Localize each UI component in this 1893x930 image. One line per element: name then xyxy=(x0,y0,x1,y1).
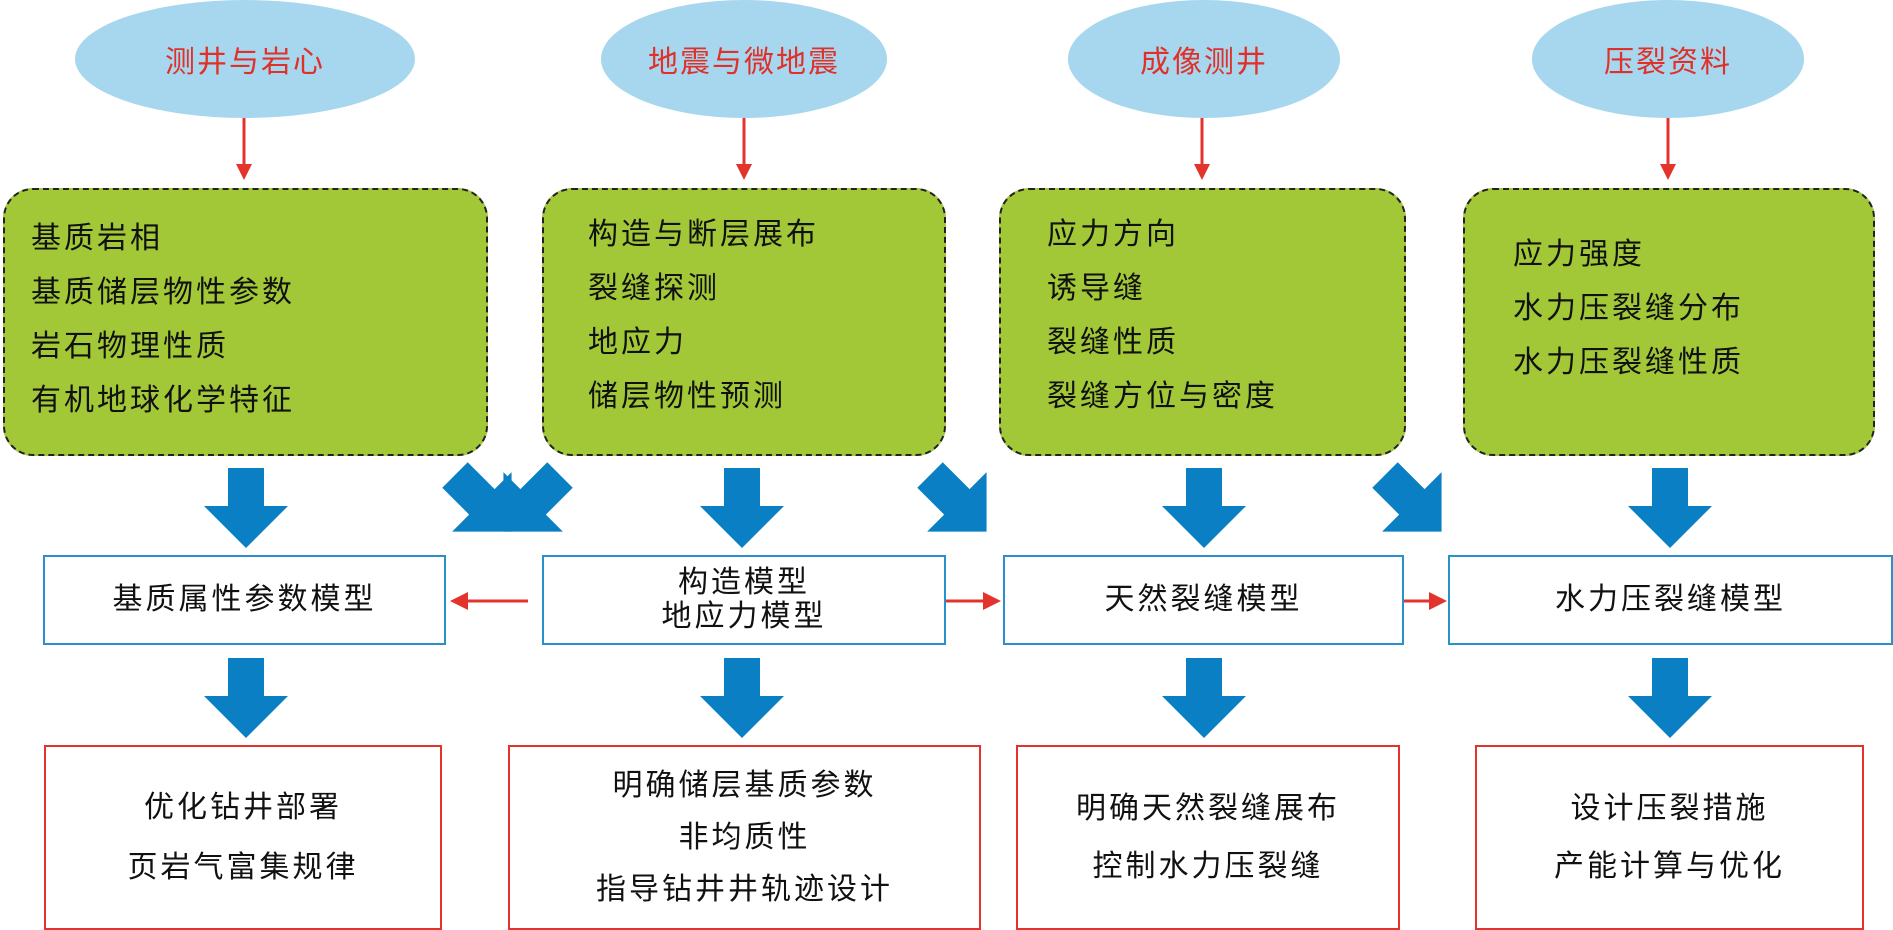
source-label-3: 成像测井 xyxy=(1140,45,1268,80)
red-arrowhead-down-1 xyxy=(236,164,252,180)
model-box-3: 天然裂缝模型 xyxy=(1003,555,1404,645)
source-label-1: 测井与岩心 xyxy=(165,45,325,80)
green-box-3-line-3: 裂缝性质 xyxy=(1047,325,1179,360)
outcome-box-4: 设计压裂措施 产能计算与优化 xyxy=(1475,745,1864,930)
outcome-box-1-line-1: 优化钻井部署 xyxy=(144,789,342,825)
model-box-2: 构造模型 地应力模型 xyxy=(542,555,946,645)
red-arrowhead-right-2 xyxy=(1429,592,1447,610)
green-box-3-line-4: 裂缝方位与密度 xyxy=(1047,379,1278,414)
outcome-box-1-line-2: 页岩气富集规律 xyxy=(127,849,359,885)
outcome-box-3-line-1: 明确天然裂缝展布 xyxy=(1076,790,1340,826)
red-arrowhead-left-1 xyxy=(450,592,468,610)
outcome-box-4-line-2: 产能计算与优化 xyxy=(1554,848,1785,884)
model-box-3-line-1: 天然裂缝模型 xyxy=(1104,582,1303,617)
green-box-3: 应力方向 诱导缝 裂缝性质 裂缝方位与密度 xyxy=(999,188,1406,456)
source-ellipse-1: 测井与岩心 xyxy=(75,0,415,118)
blue-arrow-diagonal-3 xyxy=(900,445,1017,562)
model-box-1: 基质属性参数模型 xyxy=(43,555,446,645)
outcome-box-3-line-2: 控制水力压裂缝 xyxy=(1092,848,1324,884)
model-box-4-line-1: 水力压裂缝模型 xyxy=(1555,582,1786,617)
green-box-4: 应力强度 水力压裂缝分布 水力压裂缝性质 xyxy=(1463,188,1875,456)
outcome-box-3: 明确天然裂缝展布 控制水力压裂缝 xyxy=(1016,745,1400,930)
green-box-1-line-1: 基质岩相 xyxy=(31,221,163,256)
source-ellipse-3: 成像测井 xyxy=(1068,0,1340,118)
blue-arrow-down-1 xyxy=(204,468,288,548)
outcome-box-1: 优化钻井部署 页岩气富集规律 xyxy=(44,745,442,930)
green-box-4-line-2: 水力压裂缝分布 xyxy=(1513,291,1744,326)
outcome-box-2-line-2: 非均质性 xyxy=(678,819,811,855)
source-ellipse-2: 地震与微地震 xyxy=(601,0,887,118)
model-box-1-line-1: 基质属性参数模型 xyxy=(112,582,377,617)
green-box-1-line-2: 基质储层物性参数 xyxy=(31,275,295,310)
red-arrowhead-down-4 xyxy=(1660,164,1676,180)
outcome-box-2-line-1: 明确储层基质参数 xyxy=(612,767,877,803)
blue-arrow-down-8 xyxy=(1628,658,1712,738)
outcome-box-2: 明确储层基质参数 非均质性 指导钻井井轨迹设计 xyxy=(508,745,981,930)
blue-arrow-down-3 xyxy=(1162,468,1246,548)
source-label-2: 地震与微地震 xyxy=(648,45,840,80)
model-box-4: 水力压裂缝模型 xyxy=(1448,555,1893,645)
outcome-box-4-line-1: 设计压裂措施 xyxy=(1570,790,1769,826)
blue-arrow-down-6 xyxy=(700,658,784,738)
source-label-4: 压裂资料 xyxy=(1604,45,1732,80)
green-box-2-line-2: 裂缝探测 xyxy=(588,271,720,306)
green-box-4-line-3: 水力压裂缝性质 xyxy=(1513,345,1744,380)
model-box-2-line-1: 构造模型 xyxy=(678,565,810,600)
green-box-2-line-4: 储层物性预测 xyxy=(588,379,786,414)
red-arrowhead-right-1 xyxy=(983,592,1001,610)
source-ellipse-4: 压裂资料 xyxy=(1532,0,1804,118)
red-arrowhead-down-2 xyxy=(736,164,752,180)
green-box-3-line-1: 应力方向 xyxy=(1047,217,1179,252)
blue-arrow-diagonal-4 xyxy=(1355,445,1472,562)
green-box-2: 构造与断层展布 裂缝探测 地应力 储层物性预测 xyxy=(542,188,946,456)
green-box-4-line-1: 应力强度 xyxy=(1513,237,1645,272)
blue-arrow-down-7 xyxy=(1162,658,1246,738)
green-box-3-line-2: 诱导缝 xyxy=(1047,271,1146,306)
green-box-2-line-3: 地应力 xyxy=(588,325,687,360)
outcome-box-2-line-3: 指导钻井井轨迹设计 xyxy=(596,871,893,907)
blue-arrow-down-2 xyxy=(700,468,784,548)
green-box-1-line-3: 岩石物理性质 xyxy=(31,329,229,364)
green-box-2-line-1: 构造与断层展布 xyxy=(588,217,819,252)
model-box-2-line-2: 地应力模型 xyxy=(661,599,827,634)
blue-arrow-down-5 xyxy=(204,658,288,738)
green-box-1-line-4: 有机地球化学特征 xyxy=(31,383,295,418)
blue-arrow-down-4 xyxy=(1628,468,1712,548)
green-box-1: 基质岩相 基质储层物性参数 岩石物理性质 有机地球化学特征 xyxy=(3,188,488,456)
red-arrowhead-down-3 xyxy=(1194,164,1210,180)
